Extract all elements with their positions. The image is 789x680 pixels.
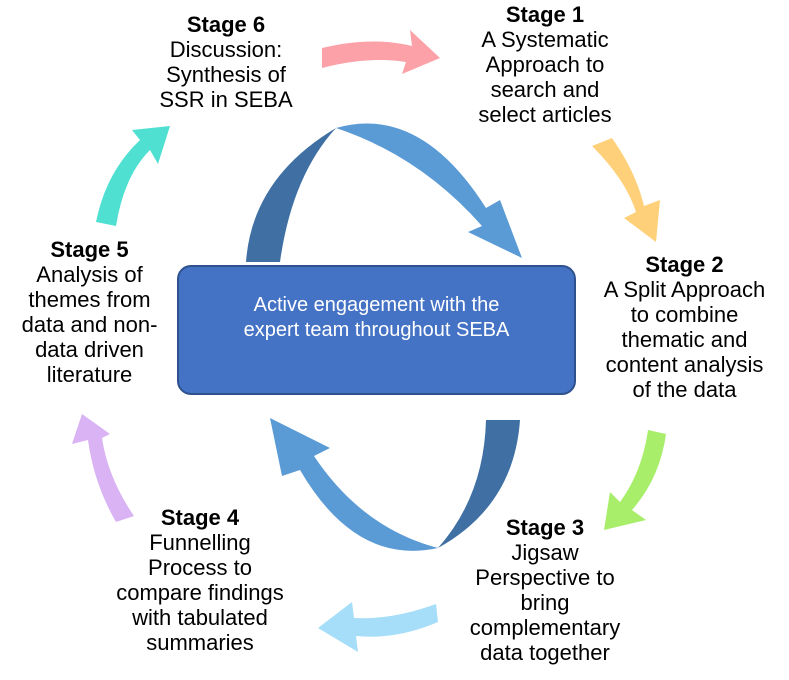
arrow-stage5-to-stage6 bbox=[96, 126, 170, 226]
arrow-stage3-to-stage4 bbox=[318, 602, 438, 652]
stage-5-number: Stage 5 bbox=[50, 237, 129, 262]
stage-3: Stage 3 Jigsaw Perspective to bring comp… bbox=[450, 515, 640, 665]
stage-4-description: Funnelling Process to compare findings w… bbox=[116, 530, 284, 655]
central-engagement-box: Active engagement with the expert team t… bbox=[177, 265, 576, 395]
stage-1-description: A Systematic Approach to search and sele… bbox=[478, 27, 612, 127]
stage-1: Stage 1 A Systematic Approach to search … bbox=[450, 2, 640, 127]
central-engagement-text: Active engagement with the expert team t… bbox=[243, 294, 510, 341]
arrow-stage6-to-stage1 bbox=[322, 30, 440, 74]
stage-4: Stage 4 Funnelling Process to compare fi… bbox=[85, 505, 315, 655]
arrow-stage4-to-stage5 bbox=[72, 414, 134, 522]
inner-arrow-top-right bbox=[336, 123, 522, 258]
stage-6: Stage 6 Discussion: Synthesis of SSR in … bbox=[140, 12, 312, 112]
stage-2-description: A Split Approach to combine thematic and… bbox=[603, 277, 766, 402]
stage-5: Stage 5 Analysis of themes from data and… bbox=[2, 237, 177, 387]
inner-arc-top-left bbox=[246, 128, 336, 262]
stage-2: Stage 2 A Split Approach to combine them… bbox=[582, 252, 787, 402]
stage-3-description: Jigsaw Perspective to bring complementar… bbox=[469, 540, 621, 665]
stage-6-description: Discussion: Synthesis of SSR in SEBA bbox=[159, 37, 293, 112]
stage-1-number: Stage 1 bbox=[505, 2, 585, 27]
stage-3-number: Stage 3 bbox=[505, 515, 585, 540]
arrow-stage1-to-stage2 bbox=[592, 138, 660, 242]
stage-4-number: Stage 4 bbox=[160, 505, 240, 530]
arrow-stage2-to-stage3 bbox=[604, 430, 666, 530]
stage-2-number: Stage 2 bbox=[645, 252, 724, 277]
inner-arrow-bottom-left bbox=[270, 418, 438, 551]
stage-5-description: Analysis of themes from data and non- da… bbox=[21, 262, 158, 387]
inner-arc-bottom-right bbox=[438, 420, 520, 548]
stage-6-number: Stage 6 bbox=[186, 12, 266, 37]
